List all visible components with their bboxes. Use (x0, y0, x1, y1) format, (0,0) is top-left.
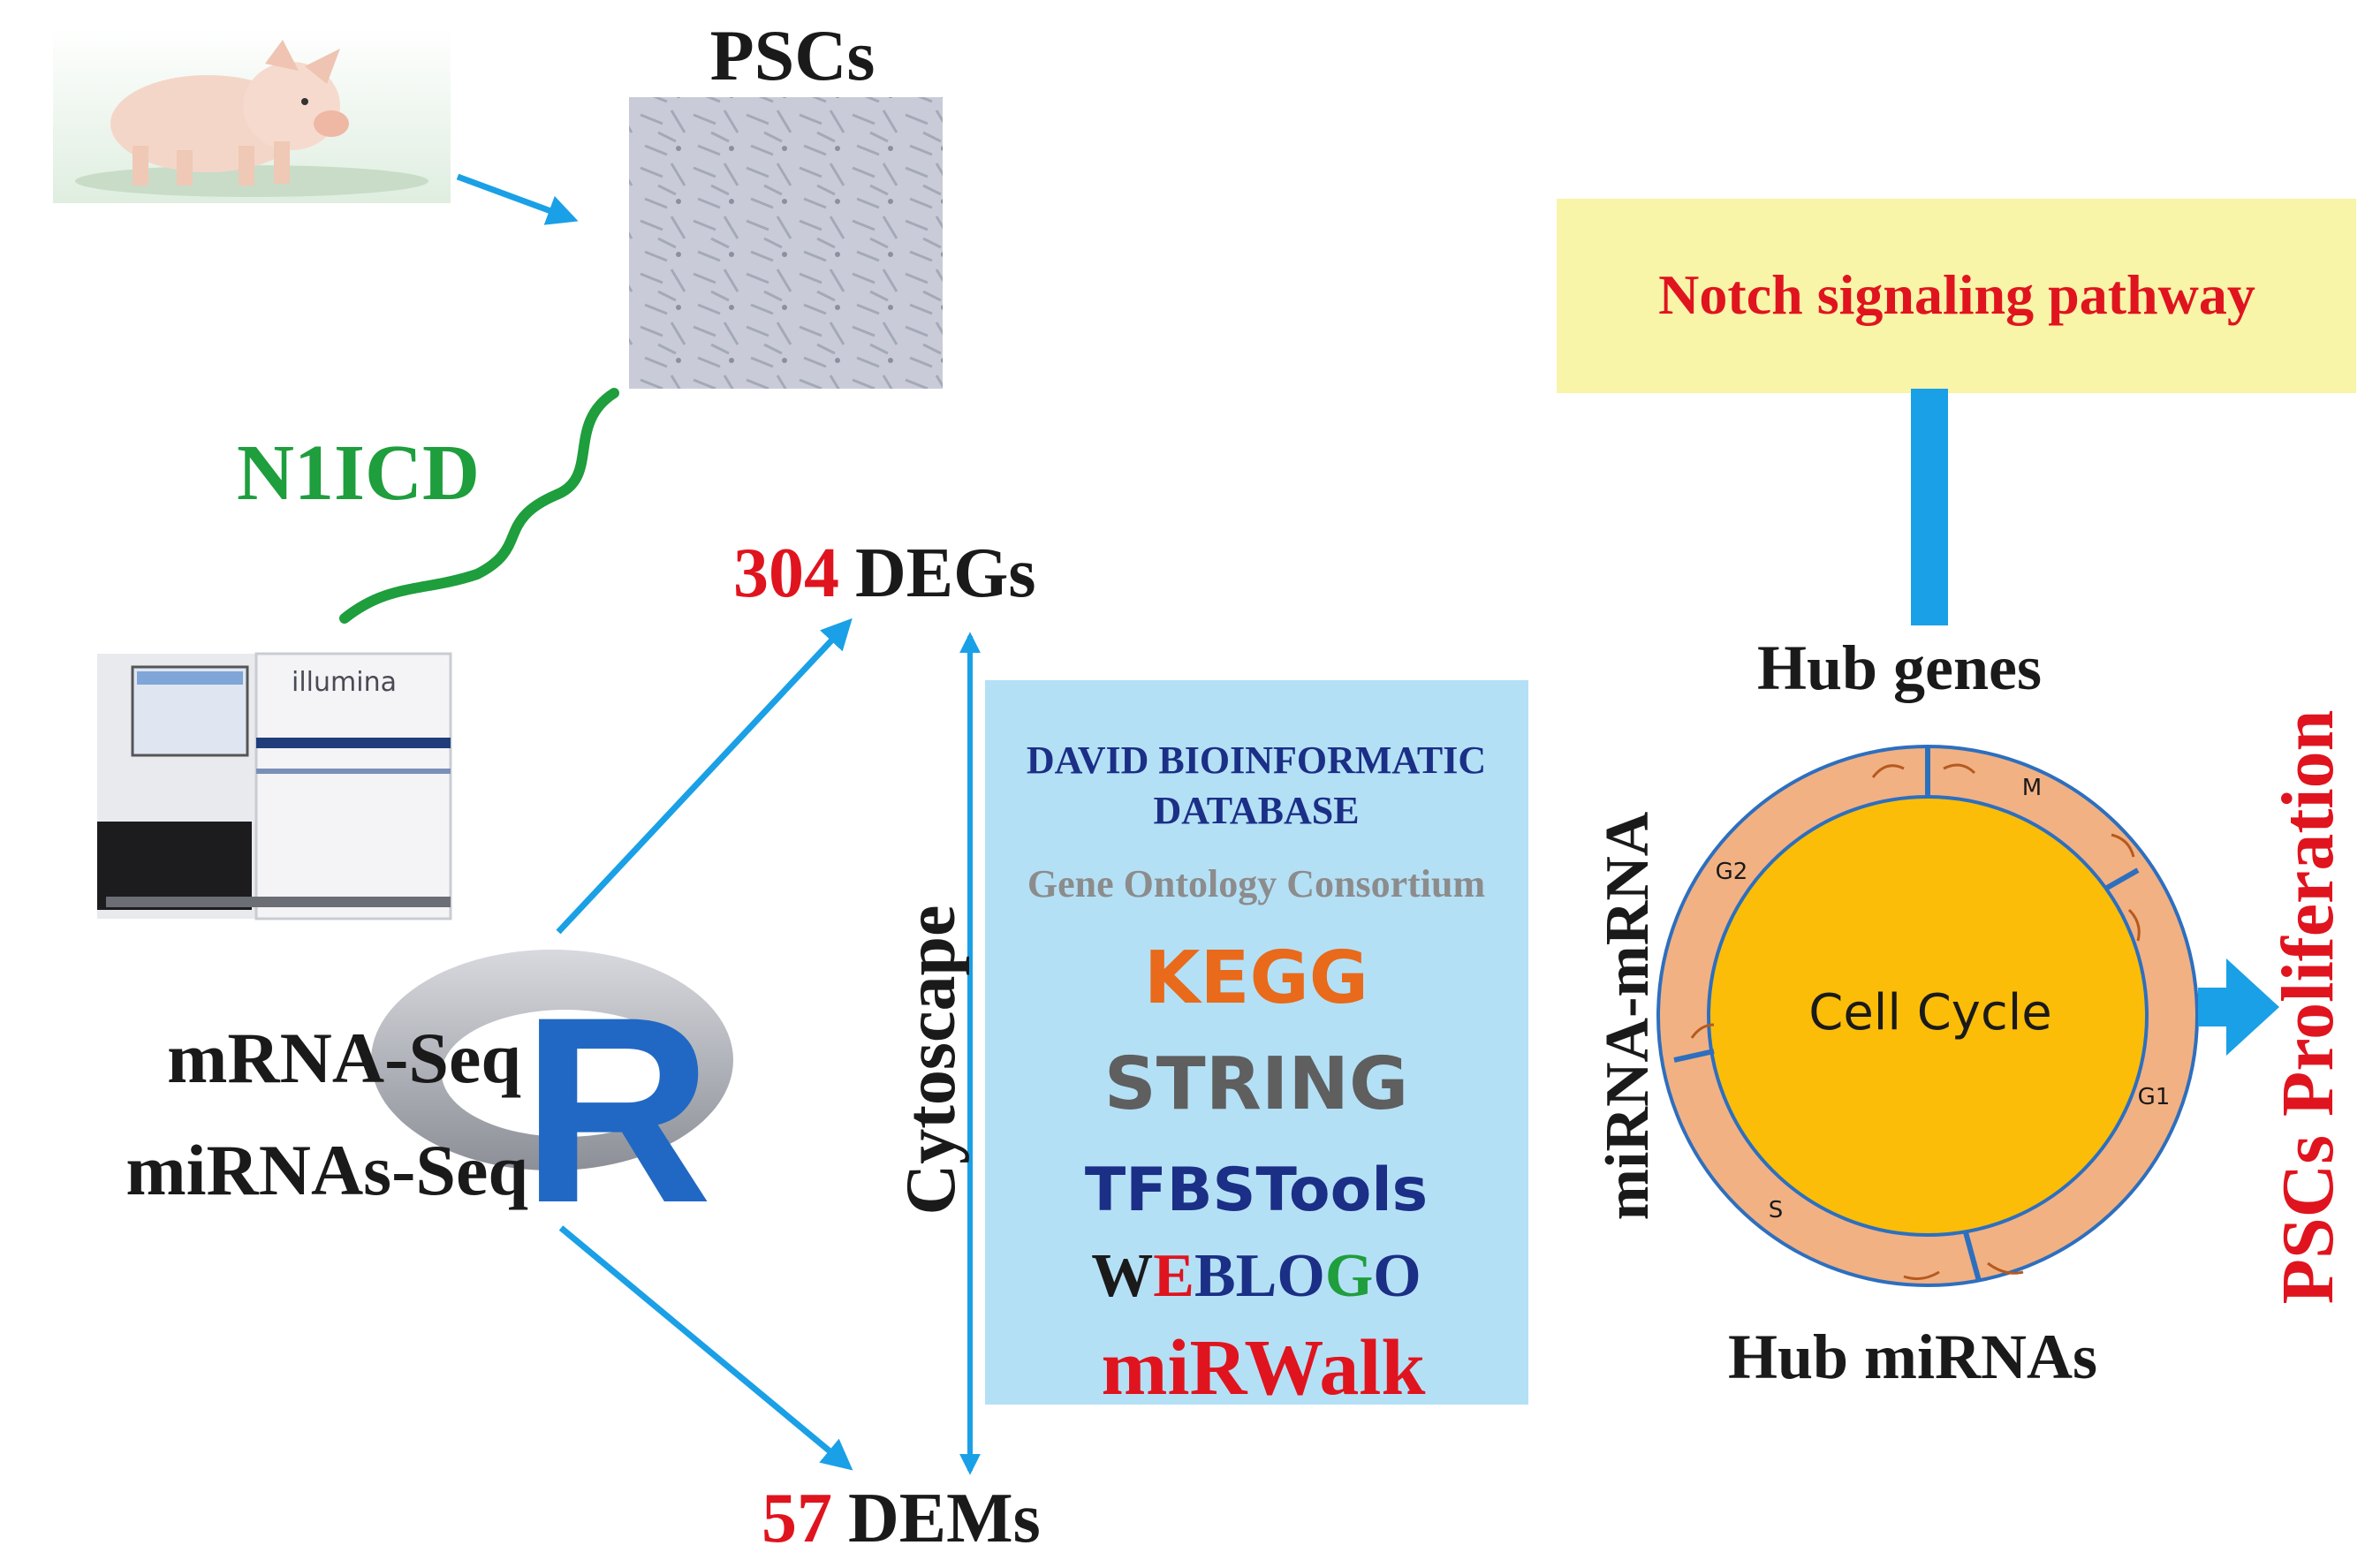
david-line1: DAVID BIOINFORMATIC (1027, 739, 1486, 782)
phase-g1: G1 (2138, 1084, 2171, 1110)
dems-count: 57 (762, 1480, 832, 1557)
r-logo (371, 950, 733, 1170)
kegg-label: KEGG (1144, 936, 1368, 1020)
weblogo-e: E (1153, 1242, 1194, 1310)
cell-cycle-label: Cell Cycle (1808, 984, 2052, 1042)
tfbstools-label: TFBSTools (1085, 1155, 1428, 1225)
notch-connector (1911, 389, 1948, 625)
weblogo-w: W (1091, 1242, 1153, 1310)
go-label: Gene Ontology Consortium (1027, 862, 1485, 905)
proliferation-label: PSCs Proliferation (2267, 710, 2349, 1305)
dems-text: DEMs (848, 1480, 1041, 1557)
r-to-degs-arrow (556, 617, 853, 935)
mirna-seq-label: miRNAs-Seq (125, 1130, 528, 1210)
mrna-seq-label: mRNA-Seq (167, 1018, 521, 1098)
mirna-mrna-label: miRNA-mRNA (1594, 811, 1662, 1220)
hub-mirnas-label: Hub miRNAs (1728, 1322, 2097, 1392)
notch-box (1557, 199, 2356, 393)
sequencer-image (97, 652, 452, 920)
notch-label: Notch signaling pathway (1658, 263, 2255, 326)
n1icd-label: N1ICD (237, 429, 480, 517)
psc-micrograph (629, 97, 943, 389)
r-to-dems-arrow (558, 1225, 853, 1471)
phase-m: M (2022, 775, 2042, 801)
pig-to-psc-arrow (456, 173, 579, 225)
hub-genes-label: Hub genes (1757, 633, 2042, 703)
weblogo-label: WEBLOGO (1091, 1242, 1421, 1310)
tools-box (985, 680, 1528, 1405)
pig-image (53, 27, 451, 203)
weblogo-o: O (1373, 1242, 1421, 1310)
r-logo-letter: R (521, 961, 713, 1258)
degs-text: DEGs (855, 534, 1036, 612)
psc-title: PSCs (710, 15, 876, 95)
weblogo-g: G (1325, 1242, 1373, 1310)
cytoscape-label: Cytoscape (892, 905, 970, 1215)
n1icd-strand (339, 388, 619, 624)
sequencer-brand: illumina (292, 667, 397, 698)
proliferation-arrow (2198, 958, 2279, 1056)
mirwalk-label: miRWalk (1102, 1324, 1426, 1412)
degs-count: 304 (733, 534, 839, 612)
string-label: STRING (1104, 1042, 1409, 1126)
david-line2: DATABASE (1153, 789, 1359, 832)
phase-s: S (1769, 1197, 1784, 1223)
weblogo-blo: BLO (1194, 1242, 1325, 1310)
phase-g2: G2 (1716, 859, 1748, 885)
cell-cycle-diagram (1656, 745, 2199, 1287)
